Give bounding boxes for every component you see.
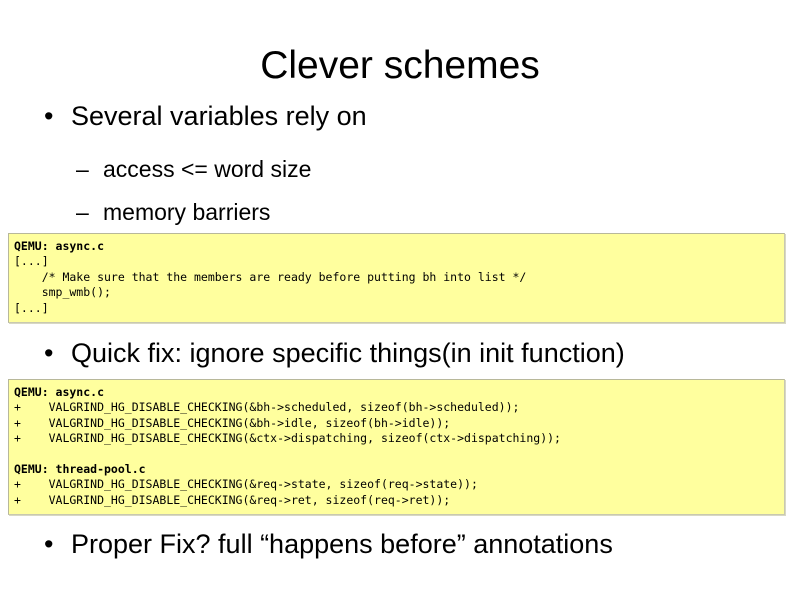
code-line: [...] [14,300,49,315]
bullet-item-memory-barriers: –memory barriers [76,198,270,227]
bullet-text: memory barriers [103,199,271,225]
code-block-valgrind-disable-checking: QEMU: async.c + VALGRIND_HG_DISABLE_CHEC… [8,379,785,516]
bullet-marker-dot: • [44,529,54,559]
code-block-async-smp-wmb: QEMU: async.c [...] /* Make sure that th… [8,233,785,324]
code-line: + VALGRIND_HG_DISABLE_CHECKING(&req->ret… [14,492,451,507]
code-line: QEMU: thread-pool.c [14,462,146,477]
bullet-marker-dash: – [76,156,89,182]
code-line: /* Make sure that the members are ready … [14,269,527,284]
bullet-marker-dash: – [76,199,89,225]
code-line: QEMU: async.c [14,239,105,253]
slide-title: Clever schemes [260,44,540,87]
bullet-item-access-word-size: –access <= word size [76,155,311,184]
code-line: QEMU: async.c [14,385,105,399]
code-line: [...] [14,254,49,269]
bullet-text: Quick fix: ignore specific things(in ini… [71,338,625,368]
code-line: + VALGRIND_HG_DISABLE_CHECKING(&ctx->dis… [14,431,561,446]
code-line: + VALGRIND_HG_DISABLE_CHECKING(&bh->idle… [14,415,451,430]
code-line-blank [14,447,784,462]
bullet-item-quick-fix: • Quick fix: ignore specific things(in in… [44,337,625,370]
code-line: smp_wmb(); [14,285,111,300]
bullet-item-several-variables: • Several variables rely on [44,100,367,133]
bullet-item-proper-fix: • Proper Fix? full “happens before” annot… [44,528,613,561]
bullet-text: Several variables rely on [71,101,367,131]
bullet-marker-dot: • [44,338,54,368]
code-line: + VALGRIND_HG_DISABLE_CHECKING(&bh->sche… [14,400,520,415]
bullet-text: Proper Fix? full “happens before” annota… [71,529,613,559]
bullet-text: access <= word size [103,156,312,182]
bullet-marker-dot: • [44,101,54,131]
code-line: + VALGRIND_HG_DISABLE_CHECKING(&req->sta… [14,477,478,492]
